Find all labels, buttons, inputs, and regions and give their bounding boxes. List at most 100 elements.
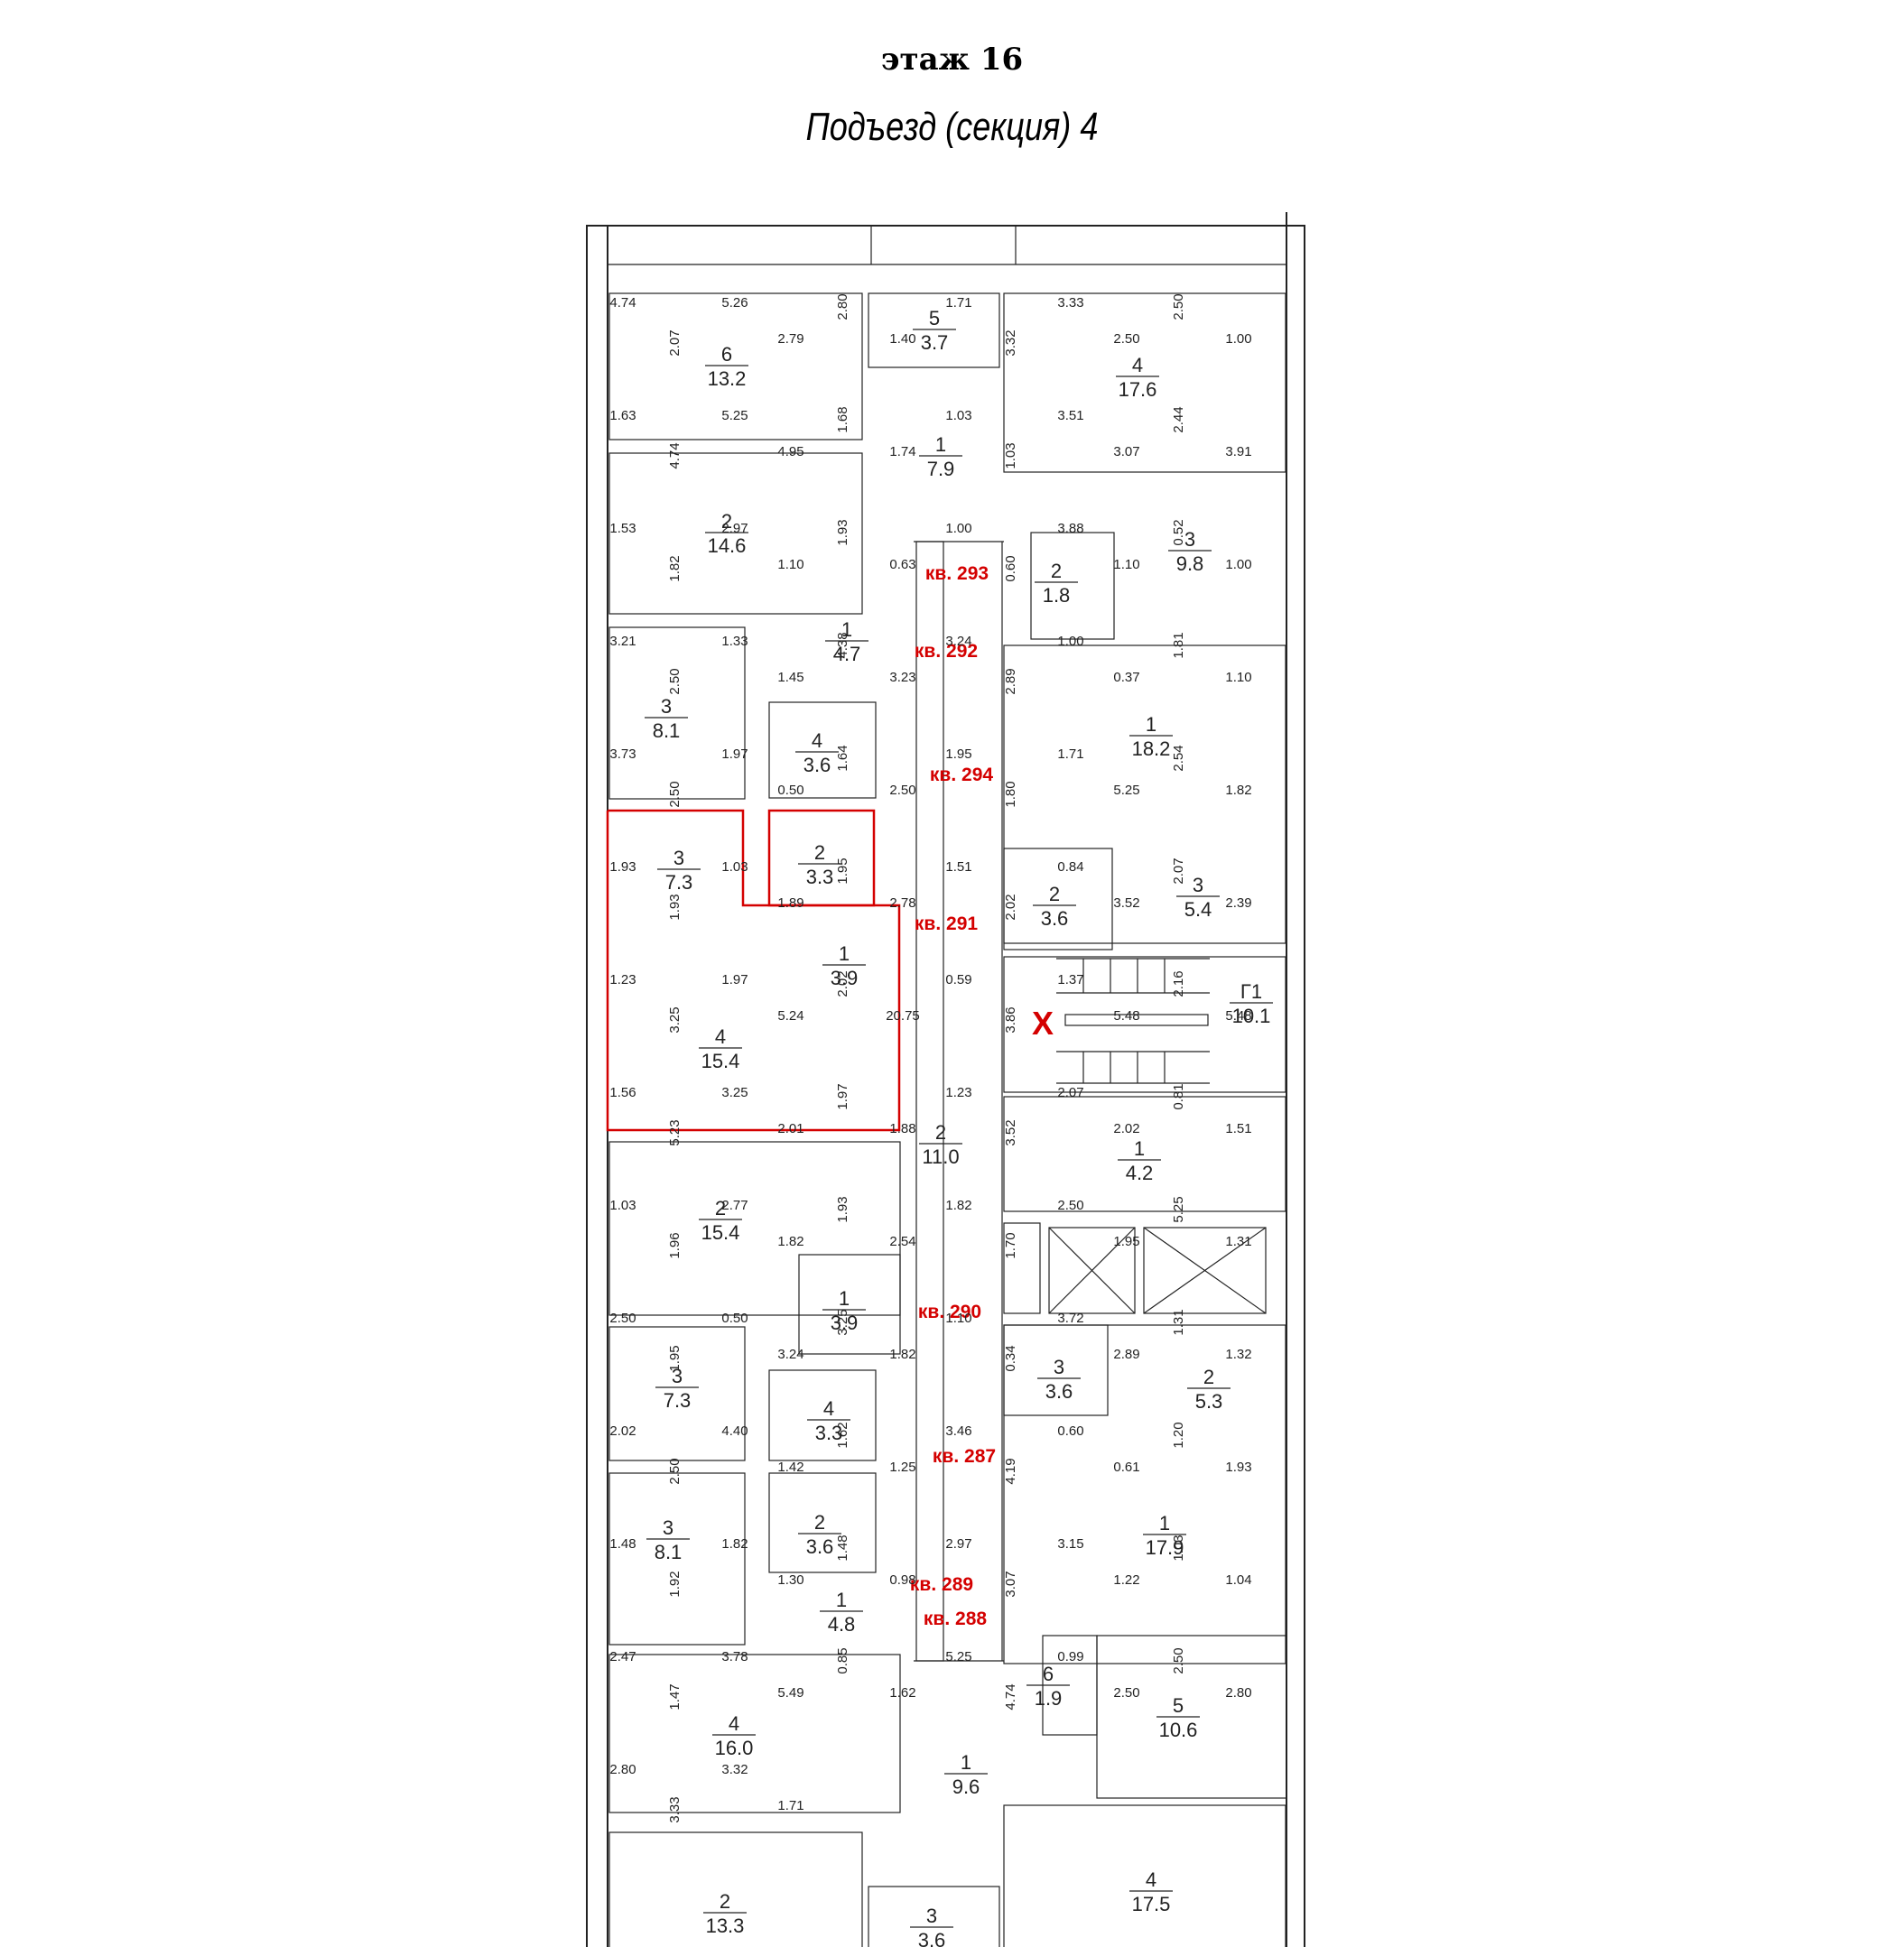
dimension-label: 1.47	[667, 1683, 683, 1710]
room-area: 4.8	[828, 1613, 856, 1636]
dimension-label: 3.51	[1057, 408, 1083, 423]
dimension-label: 1.37	[1057, 972, 1083, 987]
dimension-label: 1.00	[1057, 634, 1083, 649]
dimension-label: 2.89	[1113, 1347, 1139, 1362]
dimension-label: 1.10	[1225, 670, 1251, 685]
dimension-label: 5.24	[777, 1008, 803, 1024]
apartment-label: кв. 289	[910, 1574, 973, 1595]
dimension-label: 1.04	[1225, 1572, 1251, 1588]
room-number: 2	[720, 1890, 730, 1913]
dimension-label: 2.02	[1003, 894, 1018, 920]
dimension-label: 1.95	[1113, 1234, 1139, 1249]
room-area: 3.9	[831, 1312, 859, 1334]
room-number: 3	[926, 1905, 937, 1927]
dimension-label: 2.50	[667, 781, 683, 807]
dimension-label: 1.00	[945, 521, 971, 536]
room-area: 4.7	[833, 643, 861, 665]
dimension-label: 5.26	[721, 295, 748, 311]
dimension-label: 1.10	[777, 557, 803, 572]
dimension-label: 3.32	[721, 1762, 748, 1777]
room-area: 10.1	[1232, 1005, 1271, 1027]
room-number: 6	[721, 343, 732, 366]
room-area: 3.6	[1045, 1380, 1073, 1403]
dimension-label: 2.80	[609, 1762, 636, 1777]
room-number: 2	[814, 841, 825, 864]
dimension-label: 3.25	[835, 1309, 850, 1335]
room-area: 16.0	[715, 1737, 754, 1759]
room-area: 11.0	[922, 1145, 959, 1168]
room-number: 4	[1146, 1868, 1156, 1891]
room-area: 5.4	[1184, 898, 1212, 921]
dimension-label: 0.60	[1003, 555, 1018, 581]
dimension-label: 4.95	[777, 444, 803, 459]
room-area: 17.6	[1119, 378, 1157, 401]
dimension-label: 1.71	[777, 1798, 803, 1813]
dimension-label: 1.23	[945, 1085, 971, 1100]
dimension-label: 1.42	[777, 1460, 803, 1475]
dimension-label: 3.86	[1003, 1006, 1018, 1033]
room-area: 7.3	[665, 871, 693, 894]
dimension-label: 1.93	[835, 1196, 850, 1222]
dimension-label: 1.00	[1225, 331, 1251, 347]
room-number: 4	[823, 1397, 834, 1420]
dimension-label: 2.50	[1171, 1647, 1186, 1673]
dimension-label: 5.49	[777, 1685, 803, 1701]
room-number: 3	[1054, 1356, 1064, 1378]
dimension-label: 4.74	[1003, 1683, 1018, 1710]
dimension-label: 1.89	[777, 895, 803, 911]
dimension-label: 0.52	[1171, 519, 1186, 545]
highlighted-apartment-outline	[606, 809, 901, 1132]
dimension-label: 3.15	[1057, 1536, 1083, 1552]
dimension-label: 4.74	[609, 295, 636, 311]
room-area: 15.4	[701, 1050, 740, 1072]
room-area: 15.4	[701, 1221, 740, 1244]
dimension-label: 3.78	[721, 1649, 748, 1664]
dimension-label: 1.81	[1171, 632, 1186, 658]
dimension-label: 2.78	[889, 895, 915, 911]
dimension-label: 1.31	[1225, 1234, 1251, 1249]
room-number: 1	[841, 618, 852, 641]
dimension-label: 4.38	[835, 632, 850, 658]
dimension-label: 1.95	[835, 858, 850, 884]
dimension-label: 1.95	[667, 1345, 683, 1371]
dimension-label: 3.24	[777, 1347, 803, 1362]
dimension-label: 1.03	[945, 408, 971, 423]
dimension-label: 0.84	[1057, 859, 1083, 875]
dimension-label: 1.48	[609, 1536, 636, 1552]
section-title: Подъезд (секция) 4	[805, 105, 1099, 149]
dimension-label: 2.07	[1057, 1085, 1083, 1100]
dimension-label: 3.52	[1113, 895, 1139, 911]
dimension-label: 4.40	[721, 1423, 748, 1439]
dimension-label: 2.01	[777, 1121, 803, 1136]
dimension-label: 2.07	[667, 329, 683, 356]
dimension-label: 5.25	[945, 1649, 971, 1664]
room-area: 8.1	[653, 719, 681, 742]
room-area: 18.2	[1132, 737, 1171, 760]
dimension-label: 1.82	[667, 555, 683, 581]
room-number: 2	[715, 1197, 726, 1219]
dimension-label: 3.25	[721, 1085, 748, 1100]
dimension-label: 1.33	[721, 634, 748, 649]
room-number: 2	[814, 1511, 825, 1534]
apartment-label: кв. 293	[925, 563, 989, 584]
dimension-label: 1.03	[609, 1198, 636, 1213]
dimension-label: 1.97	[835, 1083, 850, 1109]
walls	[586, 212, 1305, 1947]
dimension-label: 2.02	[609, 1423, 636, 1439]
dimension-label: 1.93	[835, 519, 850, 545]
dimension-label: 1.03	[1003, 442, 1018, 468]
dimension-label: 1.93	[1225, 1460, 1251, 1475]
dimension-label: 3.07	[1003, 1571, 1018, 1597]
dimension-label: 3.88	[1057, 521, 1083, 536]
dimension-label: 1.70	[1003, 1232, 1018, 1258]
dimension-label: 1.53	[609, 521, 636, 536]
dimension-label: 4.74	[667, 442, 683, 468]
dimension-label: 1.30	[777, 1572, 803, 1588]
room-area: 3.6	[918, 1929, 946, 1947]
dimension-label: 1.31	[1171, 1309, 1186, 1335]
room-number: 4	[729, 1712, 739, 1735]
dimension-label: 1.03	[1171, 1534, 1186, 1561]
room-number: 5	[929, 307, 940, 329]
room-number: 2	[1203, 1366, 1214, 1388]
room-number: 1	[961, 1751, 971, 1774]
